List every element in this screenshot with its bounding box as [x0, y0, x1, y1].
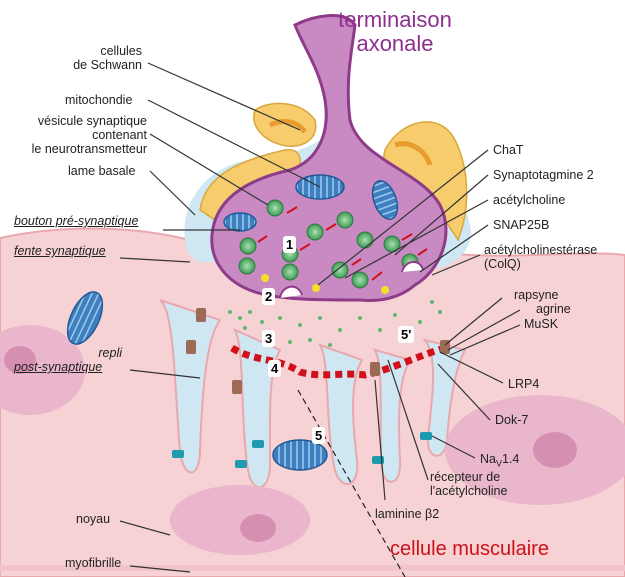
basal-lamina-label: lame basale — [68, 164, 136, 178]
lrp4-label: LRP4 — [508, 377, 540, 391]
muscle-cell-title: cellule musculaire — [390, 538, 549, 560]
fold-line2: post-synaptique — [14, 360, 103, 374]
synaptotagmin-label: Synaptotagmine 2 — [493, 168, 594, 182]
mitochondria-label: mitochondie — [65, 93, 133, 107]
muscle-mitochondria — [66, 291, 328, 471]
musk-complexes — [186, 308, 450, 394]
synthesis-arrows — [257, 206, 428, 281]
schwann-line2: de Schwann — [73, 58, 142, 72]
achr-line2: l'acétylcholine — [430, 484, 508, 498]
exocytosis-site — [279, 285, 303, 299]
section-line — [297, 389, 406, 577]
step-1: 1 — [283, 236, 297, 253]
schwann-line1: cellules — [100, 44, 142, 58]
laminin-label: laminine β2 — [375, 507, 440, 521]
step-5: 5 — [312, 427, 326, 444]
snap25b-label: SNAP25B — [493, 218, 550, 232]
chat-label: ChaT — [493, 143, 524, 157]
synaptic-cleft-label: fente synaptique — [14, 244, 106, 258]
cleft-acetylcholine — [228, 300, 442, 347]
nav-suffix: 1.4 — [502, 452, 520, 466]
achr-label: récepteur de l'acétylcholine — [430, 470, 507, 498]
nav-main: Na — [480, 452, 496, 466]
vesicle-line2: contenant — [92, 128, 147, 142]
step-3: 3 — [262, 330, 276, 347]
agrin-label: agrine — [536, 302, 571, 316]
axon-terminal-title: terminaison axonale — [335, 8, 455, 56]
dok7-label: Dok-7 — [495, 413, 529, 427]
title-line1: terminaison — [338, 7, 452, 32]
ache-line2: (ColQ) — [484, 257, 521, 271]
nucleus-label: noyau — [76, 512, 111, 526]
acetylcholine-label: acétylcholine — [493, 193, 566, 207]
fold-line1: repli — [98, 346, 122, 360]
step-2: 2 — [262, 288, 276, 305]
vesicle-line3: le neurotransmetteur — [31, 142, 147, 156]
schwann-label: cellules de Schwann — [40, 44, 142, 72]
musk-label: MuSK — [524, 317, 559, 331]
leader-lines — [119, 62, 521, 573]
achr-line1: récepteur de — [430, 470, 501, 484]
nav-channels — [172, 432, 432, 468]
vesicle-label: vésicule synaptique contenant le neurotr… — [10, 114, 147, 156]
nav-subscript: V — [495, 458, 502, 469]
myofibril-label: myofibrille — [65, 556, 122, 570]
rapsyn-label: rapsyne — [514, 288, 559, 302]
nav14-label: NaV1.4 — [480, 452, 519, 471]
acetylcholine-dots — [261, 274, 389, 294]
junctional-fold-label: repli post-synaptique — [14, 346, 122, 374]
acetylcholinesterase-label: acétylcholinestérase (ColQ) — [484, 243, 597, 271]
ache-line1: acétylcholinestérase — [484, 243, 598, 257]
vesicle-line1: vésicule synaptique — [37, 114, 147, 128]
presynaptic-bouton-label: bouton pré-synaptique — [14, 214, 139, 228]
exocytosis-site-2 — [401, 261, 424, 273]
step-4: 4 — [268, 360, 282, 377]
step-5-prime: 5' — [398, 326, 415, 343]
title-line2: axonale — [356, 31, 434, 56]
